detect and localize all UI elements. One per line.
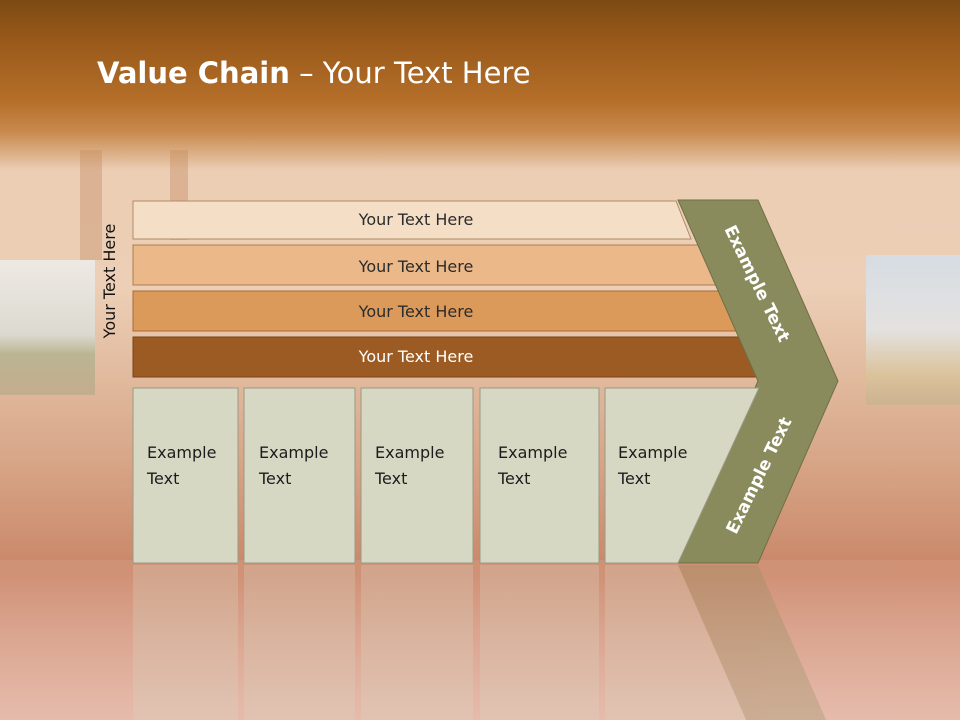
bar-1	[132, 200, 692, 240]
box-5-line-2: Text	[617, 469, 650, 488]
ceiling-beam	[80, 150, 102, 260]
floor-wash	[0, 560, 960, 720]
activity-box-5	[604, 387, 760, 564]
activity-box-4	[479, 387, 600, 564]
title-bold: Value Chain	[97, 56, 290, 90]
header-band	[0, 0, 960, 170]
bar-3-label: Your Text Here	[358, 302, 474, 321]
box-1-line-1: Example	[147, 443, 216, 462]
reflection-chevron	[678, 565, 827, 720]
title-rest: – Your Text Here	[289, 56, 531, 90]
reflection-box	[605, 565, 750, 720]
activity-box-3	[360, 387, 474, 564]
reflection-box	[244, 565, 355, 720]
diagram-main: Your Text Here Your Text Here Your Text …	[132, 199, 839, 564]
bar-4-label: Your Text Here	[358, 347, 474, 366]
box-2-line-2: Text	[258, 469, 291, 488]
box-5-line-1: Example	[618, 443, 687, 462]
box-2-line-1: Example	[259, 443, 328, 462]
bar-1-label: Your Text Here	[358, 210, 474, 229]
box-3-line-1: Example	[375, 443, 444, 462]
activity-box-1	[132, 387, 239, 564]
activity-box-2	[243, 387, 356, 564]
box-3-line-2: Text	[374, 469, 407, 488]
box-4-line-2: Text	[497, 469, 530, 488]
box-1-line-2: Text	[146, 469, 179, 488]
reflection-box	[361, 565, 473, 720]
reflection-box	[133, 565, 238, 720]
window-left-image	[0, 260, 95, 395]
bar-2-label: Your Text Here	[358, 257, 474, 276]
box-4-line-1: Example	[498, 443, 567, 462]
reflection-box	[480, 565, 599, 720]
window-right-image	[866, 255, 960, 405]
page-title: Value Chain – Your Text Here	[97, 56, 531, 90]
diagram-reflection	[133, 565, 827, 720]
